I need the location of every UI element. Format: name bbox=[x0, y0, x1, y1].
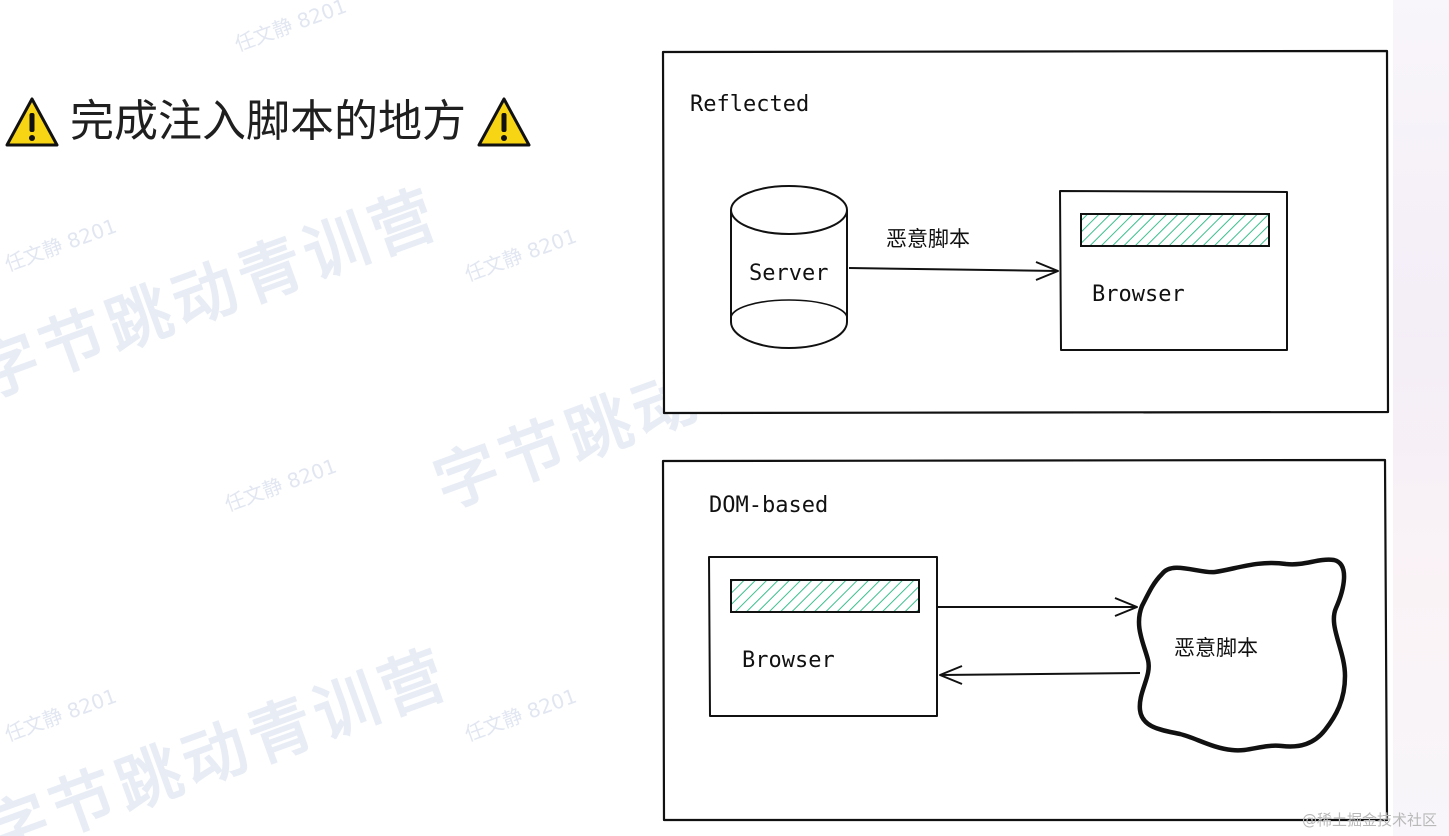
page-title-text: 完成注入脚本的地方 bbox=[70, 96, 466, 147]
address-bar-hatch bbox=[730, 579, 920, 613]
reflected-arrow-label: 恶意脚本 bbox=[886, 227, 970, 251]
cloud-label: 恶意脚本 bbox=[1174, 636, 1258, 660]
page-title: 完成注入脚本的地方 bbox=[4, 92, 532, 152]
server-label: Server bbox=[749, 261, 828, 286]
footer-credit: @稀土掘金技术社区 bbox=[1301, 811, 1437, 829]
decorative-strip bbox=[1393, 0, 1449, 836]
malicious-script-cloud: 恶意脚本 bbox=[1136, 557, 1348, 753]
dom-browser-label: Browser bbox=[742, 648, 835, 673]
dom-browser: Browser bbox=[708, 556, 938, 717]
dom-title: DOM-based bbox=[709, 493, 828, 518]
reflected-browser: Browser bbox=[1059, 190, 1288, 351]
dom-arrow-out bbox=[938, 597, 1138, 617]
reflected-arrow: 恶意脚本 bbox=[848, 227, 1059, 281]
server-database: Server bbox=[730, 185, 848, 349]
address-bar-hatch bbox=[1080, 213, 1270, 247]
dom-panel: DOM-based Browser 恶意脚本 bbox=[661, 458, 1389, 822]
reflected-title: Reflected bbox=[690, 92, 809, 117]
warning-icon bbox=[5, 97, 59, 147]
reflected-panel: Reflected Server 恶意脚本 Browser bbox=[661, 49, 1390, 415]
dom-arrow-in bbox=[939, 665, 1141, 685]
reflected-browser-label: Browser bbox=[1092, 282, 1185, 307]
warning-icon bbox=[477, 97, 531, 147]
